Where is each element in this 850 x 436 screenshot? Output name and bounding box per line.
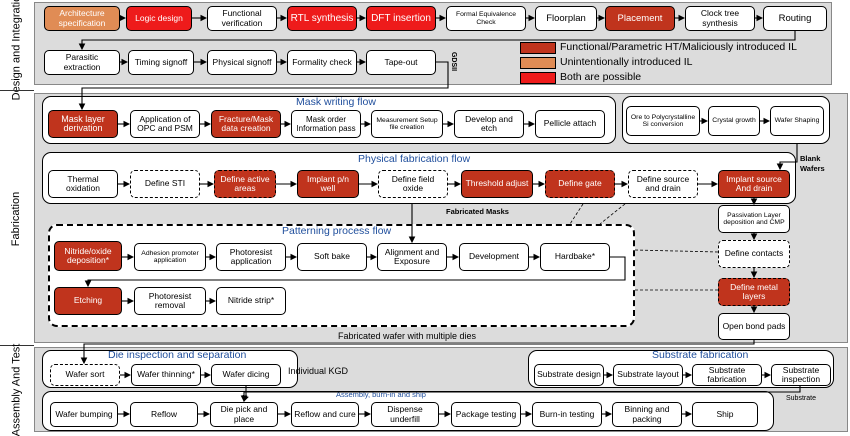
flow-step: Nitride strip* [216, 287, 286, 315]
legend-swatch [520, 72, 556, 84]
flow-step: Parasitic extraction [44, 50, 120, 75]
flow-step: Logic design [126, 6, 192, 31]
flow-step: Nitride/oxide deposition* [54, 241, 122, 271]
flow-step: Hardbake* [540, 243, 610, 271]
flow-step: Passivation Layer deposition and CMP [718, 205, 790, 233]
flow-step: Alignment and Exposure [377, 243, 447, 271]
flow-step: Wafer bumping [50, 402, 118, 427]
flow-step: Wafer sort [50, 364, 120, 386]
flow-step: Mask layer derivation [48, 110, 118, 138]
flow-step: Burn-in testing [532, 402, 602, 427]
patterning-flow-title: Patterning process flow [282, 225, 392, 237]
legend-label: Both are possible [560, 71, 642, 83]
flow-step: Define metal layers [718, 278, 790, 306]
flow-step: Etching [54, 287, 122, 315]
flow-step: Substrate design [534, 364, 604, 386]
flow-step: Fracture/Mask data creation [211, 110, 281, 138]
flow-step: Binning and packing [612, 402, 682, 427]
phase-separator [0, 345, 34, 346]
mask-flow-title: Mask writing flow [296, 96, 376, 108]
phase-separator [0, 90, 34, 91]
legend-swatch [520, 57, 556, 69]
flow-step: Die pick and place [210, 402, 278, 427]
fabricated-masks-label: Fabricated Masks [446, 207, 509, 216]
flow-step: Placement [605, 6, 675, 31]
flow-step: Define source and drain [628, 170, 698, 198]
flow-step: Architecture specification [44, 6, 120, 31]
flow-step: RTL synthesis [287, 6, 357, 31]
flow-step: Reflow [130, 402, 198, 427]
die-flow-title: Die inspection and separation [108, 349, 247, 361]
flow-step: Tape-out [366, 50, 436, 75]
flow-step: Open bond pads [718, 313, 790, 340]
flow-step: Crystal growth [708, 106, 760, 136]
flow-step: Development [459, 243, 529, 271]
flow-step: Physical signoff [207, 50, 277, 75]
flow-step: Wafer thinning* [131, 364, 201, 386]
flow-step: Thermal oxidation [48, 170, 118, 198]
flow-step: Package testing [451, 402, 521, 427]
flow-step: Implant source And drain [718, 170, 790, 198]
flow-step: Substrate fabrication [692, 364, 762, 386]
flow-step: Reflow and cure [291, 402, 359, 427]
flow-step: DFT insertion [366, 6, 436, 31]
flow-step: Timing signoff [128, 50, 194, 75]
flow-step: Define gate [545, 170, 615, 198]
flow-step: Define active areas [214, 170, 276, 198]
flow-step: Wafer dicing [211, 364, 281, 386]
flow-step: Substrate layout [613, 364, 683, 386]
flow-step: Floorplan [535, 6, 597, 31]
flow-step: Define STI [130, 170, 200, 198]
flow-step: Functional verification [207, 6, 277, 31]
flow-step: Dispense underfill [371, 402, 439, 427]
flow-step: Threshold adjust [461, 170, 533, 198]
flow-step: Adhesion promoter application [134, 243, 206, 271]
flow-step: Photoresist removal [134, 287, 206, 315]
flow-step: Wafer Shaping [770, 106, 824, 136]
flow-step: Mask order Information pass [291, 110, 361, 138]
flow-step: Measurement Setup file creation [371, 110, 443, 138]
flow-step: Develop and etch [454, 110, 524, 138]
flow-step: Photoresist application [216, 243, 286, 271]
flow-step: Clock tree synthesis [685, 6, 755, 31]
flow-step: Define contacts [718, 240, 790, 268]
flow-step: Application of OPC and PSM [130, 110, 200, 138]
flow-step: Formal Equivalence Check [446, 6, 526, 31]
flow-step: Formality check [287, 50, 357, 75]
blank-wafers-label: Blank Wafers [800, 154, 825, 173]
assembly-flow-title: Assembly, burn-in and ship [336, 390, 426, 399]
flow-step: Routing [763, 6, 827, 31]
fabricated-wafer-label: Fabricated wafer with multiple dies [338, 331, 477, 341]
substrate-label: Substrate [786, 395, 816, 402]
flow-step: Substrate inspection [771, 364, 831, 386]
flow-step: Implant p/n well [297, 170, 359, 198]
legend-swatch [520, 42, 556, 54]
legend-label: Unintentionally introduced IL [560, 56, 693, 68]
physical-flow-title: Physical fabrication flow [358, 153, 471, 165]
flow-step: Ore to Polycrystalline Si conversion [626, 106, 700, 136]
flow-step: Pellicle attach [535, 110, 605, 138]
kgd-label: Individual KGD [288, 366, 349, 376]
flow-step: Define field oxide [378, 170, 448, 198]
flow-step: Ship [692, 402, 758, 427]
legend-label: Functional/Parametric HT/Maliciously int… [560, 41, 797, 53]
flow-step: Soft bake [297, 243, 367, 271]
substrate-flow-title: Substrate fabrication [652, 349, 749, 361]
